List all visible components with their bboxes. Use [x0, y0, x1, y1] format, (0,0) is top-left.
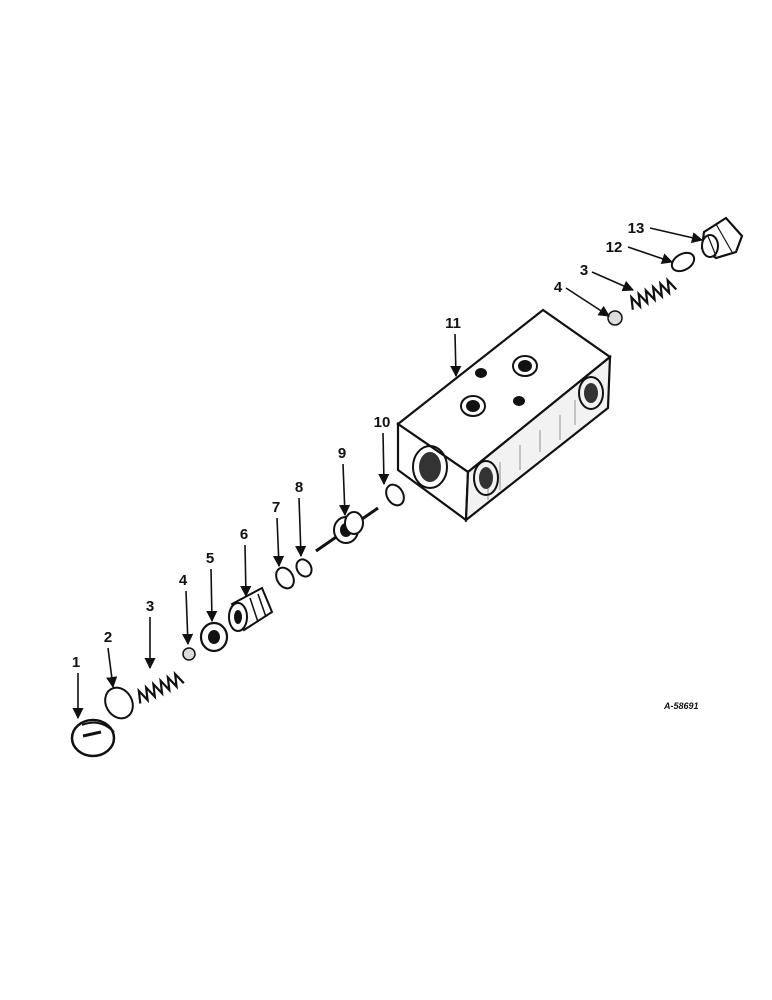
ball-part-4-left: [182, 647, 196, 661]
side-port-front: [473, 460, 499, 496]
callout-10: 10: [374, 414, 391, 431]
callout-8: 8: [295, 479, 303, 496]
callout-4-right: 4: [554, 279, 563, 296]
callout-6: 6: [240, 526, 248, 543]
spring-part-3-left: [137, 670, 185, 704]
callout-5: 5: [206, 550, 214, 567]
valve-body-block: [396, 308, 612, 523]
figure-id: A-58691: [663, 701, 699, 711]
callout-9: 9: [338, 445, 346, 462]
top-port-small-right: [513, 396, 525, 406]
callout-3-right: 3: [580, 262, 588, 279]
plug-fitting-part-13: [700, 216, 744, 260]
o-ring-part-8: [295, 558, 313, 578]
o-ring-part-7: [275, 566, 295, 590]
spool-part-9: [315, 506, 379, 553]
top-port-large-rear: [512, 355, 538, 377]
side-port-rear: [578, 376, 604, 410]
end-face-port: [412, 445, 448, 489]
leader-arrows: [72, 227, 704, 720]
seat-part-5: [199, 621, 229, 653]
callout-7: 7: [272, 499, 280, 516]
callout-1: 1: [72, 654, 80, 671]
plug-part-1: [70, 718, 116, 758]
spring-part-3-right: [629, 277, 678, 310]
callout-13: 13: [628, 220, 645, 237]
o-ring-part-2: [104, 686, 134, 720]
o-ring-part-10: [385, 483, 405, 507]
callout-11: 11: [445, 315, 461, 332]
top-port-large-front: [460, 395, 486, 417]
callout-2: 2: [104, 629, 112, 646]
callout-12: 12: [606, 239, 623, 256]
sleeve-part-6: [228, 586, 274, 632]
ball-part-4-right: [607, 310, 623, 326]
o-ring-part-12: [670, 251, 696, 273]
callout-3-left: 3: [146, 598, 154, 615]
top-port-small-left: [475, 368, 487, 378]
callout-4-left: 4: [179, 572, 188, 589]
